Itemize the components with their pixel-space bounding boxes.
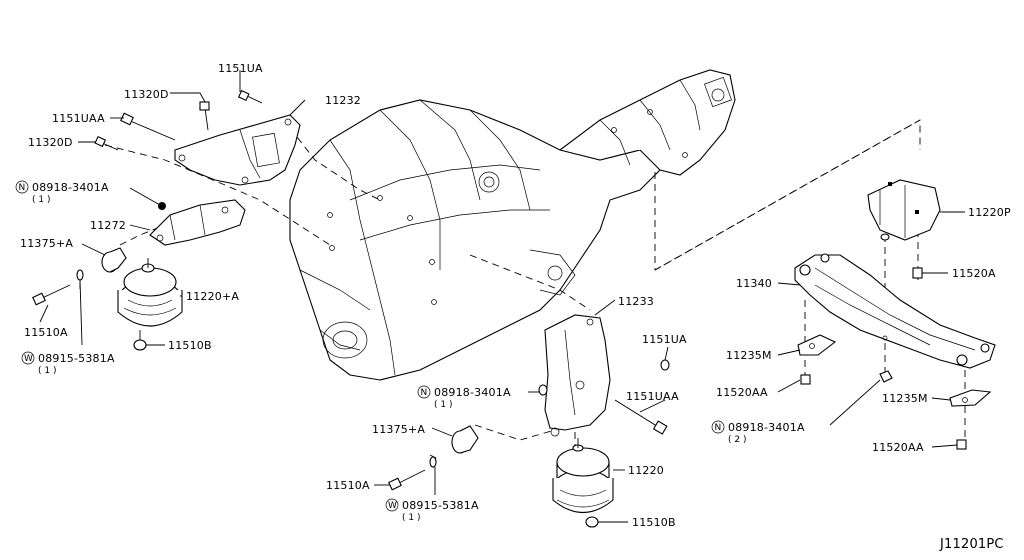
label-11510A-mid: 11510A — [326, 479, 370, 492]
mount-11220P — [867, 179, 941, 241]
part-labels: 1151UA 11320D 1151UAA 11232 11320D N 089… — [15, 62, 1011, 552]
label-11272: 11272 — [90, 219, 126, 232]
n-marker-left — [15, 180, 29, 194]
label-11220: 11220 — [628, 464, 664, 477]
label-08918-left-qty: ( 1 ) — [32, 195, 50, 205]
engine-assembly — [289, 69, 736, 381]
w-marker-left — [21, 351, 35, 365]
leader-lines — [39, 70, 965, 523]
bracket-11232 — [174, 114, 301, 186]
label-11340: 11340 — [736, 277, 772, 290]
label-11235M-right: 11235M — [882, 392, 928, 405]
label-08918-left: 08918-3401A — [32, 181, 109, 194]
bolts-left — [32, 89, 263, 306]
label-11220A: 11220+A — [186, 290, 239, 303]
label-08915-left-qty: ( 1 ) — [38, 366, 56, 376]
w-marker-mid-text: W — [388, 501, 397, 511]
label-11510B-left: 11510B — [168, 339, 212, 352]
label-11520A: 11520A — [952, 267, 996, 280]
label-11375A-mid: 11375+A — [372, 423, 425, 436]
w-marker-mid — [385, 498, 399, 512]
label-11520AA-left: 11520AA — [716, 386, 768, 399]
label-08915-left: 08915-5381A — [38, 352, 115, 365]
label-11235M-left: 11235M — [726, 349, 772, 362]
label-11520AA-right: 11520AA — [872, 441, 924, 454]
n-marker-right-text: N — [715, 423, 722, 433]
label-11510B-mid: 11510B — [632, 516, 676, 529]
mount-11220A — [117, 258, 183, 351]
label-11320D-mid: 11320D — [28, 136, 73, 149]
label-11220P: 11220P — [968, 206, 1011, 219]
label-11232: 11232 — [325, 94, 361, 107]
n-marker-left-text: N — [19, 183, 26, 193]
label-1151UAA-top: 1151UAA — [52, 112, 105, 125]
insulator-left — [101, 247, 127, 273]
label-11320D-top: 11320D — [124, 88, 169, 101]
label-08918-mid-qty: ( 1 ) — [434, 400, 452, 410]
diagram-id: J11201PC — [939, 537, 1004, 552]
label-1151UA-top: 1151UA — [218, 62, 263, 75]
bracket-11233 — [538, 314, 670, 437]
label-11510A-left: 11510A — [24, 326, 68, 339]
mount-11220 — [552, 438, 614, 528]
w-marker-left-text: W — [24, 354, 33, 364]
label-08918-right-qty: ( 2 ) — [728, 435, 746, 445]
label-11233: 11233 — [618, 295, 654, 308]
label-11375A-left: 11375+A — [20, 237, 73, 250]
label-08918-right: 08918-3401A — [728, 421, 805, 434]
bracket-11272 — [149, 199, 246, 246]
label-1151UA-mid: 1151UA — [642, 333, 687, 346]
label-08915-mid: 08915-5381A — [402, 499, 479, 512]
insulator-mid — [388, 425, 479, 491]
member-11340 — [794, 253, 996, 369]
label-1151UAA-mid: 1151UAA — [626, 390, 679, 403]
label-08915-mid-qty: ( 1 ) — [402, 513, 420, 523]
n-marker-mid-text: N — [421, 388, 428, 398]
right-parts — [797, 267, 992, 450]
n-marker-right — [711, 420, 725, 434]
n-marker-mid — [417, 385, 431, 399]
label-08918-mid: 08918-3401A — [434, 386, 511, 399]
